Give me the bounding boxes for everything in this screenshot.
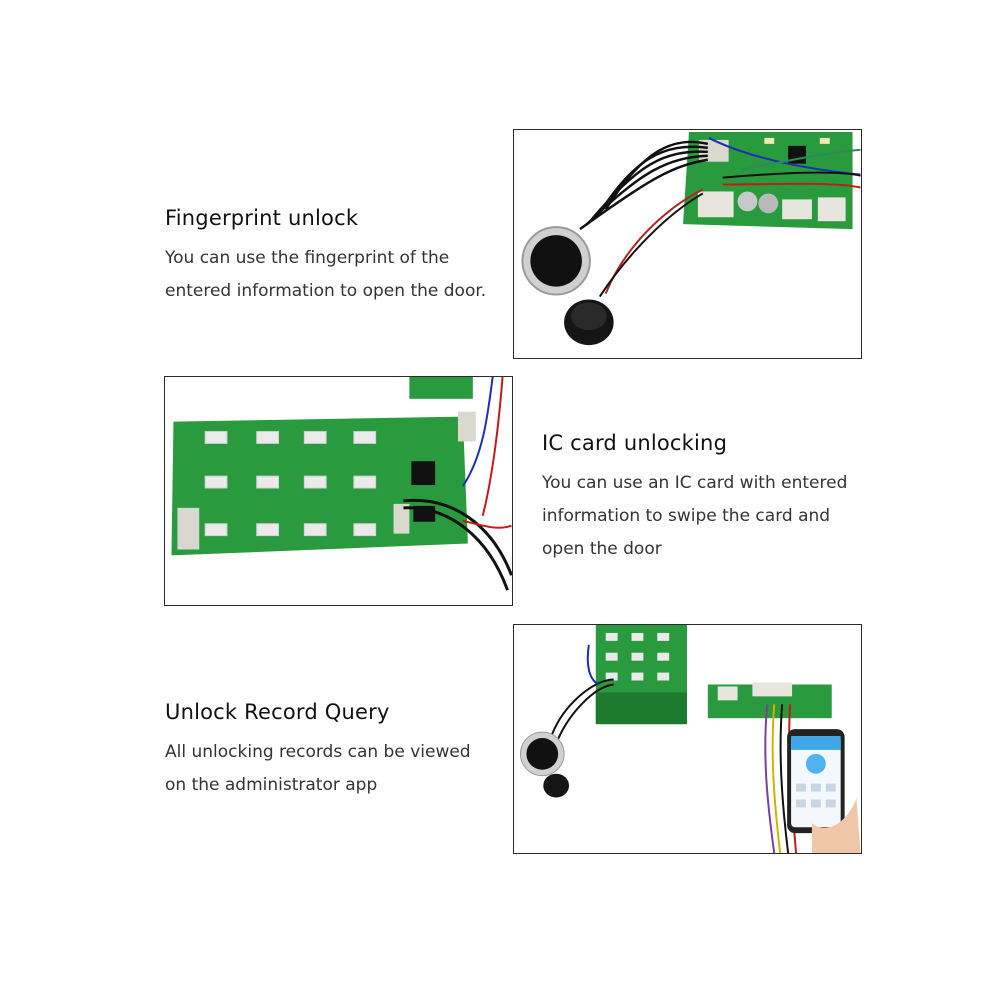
feature-description: You can use the fingerprint of the enter…: [165, 242, 486, 308]
fingerprint-board-illustration: [514, 130, 861, 358]
fingerprint-feature: Fingerprint unlock You can use the finge…: [165, 206, 486, 308]
description-line: entered information to open the door.: [165, 281, 487, 301]
description-line: You can use an IC card with entered: [542, 473, 848, 493]
app-and-board-illustration: [514, 625, 861, 853]
ic-card-module-image: [164, 376, 513, 606]
description-line: information to swipe the card and: [542, 506, 831, 526]
feature-description: All unlocking records can be viewed on t…: [165, 736, 471, 802]
description-line: on the administrator app: [165, 775, 378, 795]
ic-card-feature: IC card unlocking You can use an IC card…: [542, 431, 847, 566]
description-line: open the door: [542, 539, 662, 559]
feature-description: You can use an IC card with entered info…: [542, 467, 847, 566]
ic-card-board-illustration: [165, 377, 512, 605]
feature-title: IC card unlocking: [542, 431, 728, 455]
description-line: You can use the fingerprint of the: [165, 248, 450, 268]
feature-title: Fingerprint unlock: [165, 206, 359, 230]
record-query-feature: Unlock Record Query All unlocking record…: [165, 700, 471, 802]
feature-title: Unlock Record Query: [165, 700, 390, 724]
fingerprint-module-image: [513, 129, 862, 359]
description-line: All unlocking records can be viewed: [165, 742, 471, 762]
record-query-image: [513, 624, 862, 854]
